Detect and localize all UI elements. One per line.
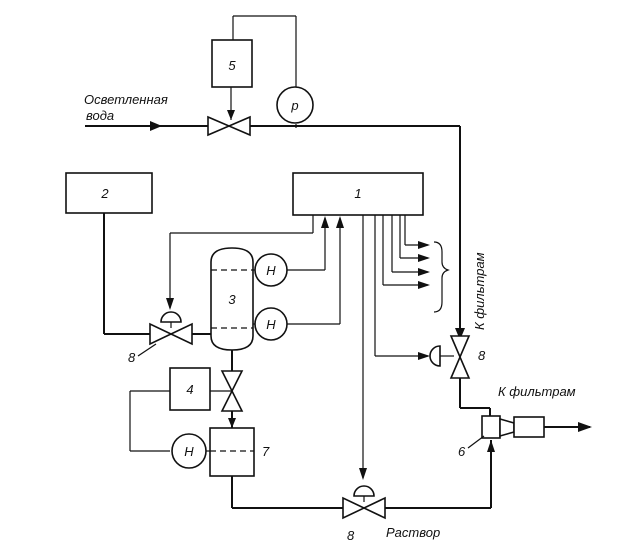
tank-3-label: 3 (228, 292, 236, 307)
solution-line (231, 440, 495, 509)
block-1 (292, 172, 424, 216)
valve-8-right-label: 8 (478, 348, 486, 363)
tank-7 (209, 427, 255, 477)
clarified-water-label-2: вода (86, 108, 114, 123)
block-2-label: 2 (100, 186, 109, 201)
valve-8-bottom (342, 485, 386, 520)
mixer-6 (481, 415, 592, 439)
valve-8-right (429, 335, 471, 379)
controller-5-loop (227, 15, 297, 128)
signal-1-to-valve-8-left (166, 215, 314, 310)
level-sensor-lower-label: Н (266, 317, 276, 332)
valve-8-left-label: 8 (128, 350, 136, 365)
level-signals (281, 216, 344, 325)
water-control-valve (207, 115, 251, 137)
solution-label: Раствор (386, 525, 440, 540)
loop-4-7 (129, 390, 170, 452)
signal-1-to-valve-8-right (374, 215, 430, 360)
tank-outlet-valve (220, 370, 244, 412)
valve-8-left (149, 311, 193, 346)
level-sensor-upper-label: Н (266, 263, 276, 278)
valve-8-bottom-label: 8 (347, 528, 355, 543)
clarified-water-label-1: Осветленная (84, 92, 168, 107)
filter-outputs (382, 215, 450, 313)
clarified-water-line (85, 121, 465, 340)
block-1-label: 1 (354, 186, 361, 201)
block-5-label: 5 (228, 58, 236, 73)
block-2 (65, 172, 153, 214)
block-4 (169, 367, 211, 411)
tank-7-label: 7 (262, 444, 270, 459)
signal-1-to-valve-8-bottom (359, 215, 367, 480)
pressure-sensor-circle (276, 86, 314, 124)
to-filters-vertical-label: К фильтрам (472, 252, 487, 330)
block-5 (211, 39, 253, 88)
block-4-label: 4 (186, 382, 193, 397)
mixer-6-label: 6 (458, 444, 466, 459)
tank-3 (210, 247, 254, 351)
to-filters-horizontal-label: К фильтрам (498, 384, 576, 399)
pressure-sensor-label: p (290, 98, 298, 113)
level-sensor-tank7-label: Н (184, 444, 194, 459)
